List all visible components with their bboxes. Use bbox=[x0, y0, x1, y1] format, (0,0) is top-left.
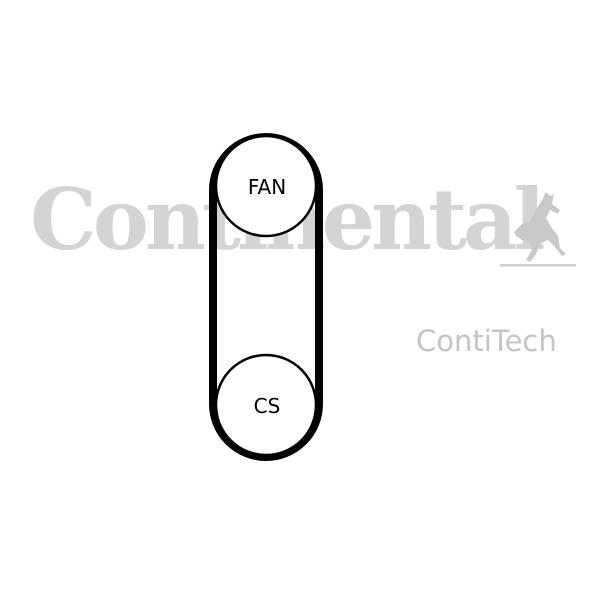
cs-pulley bbox=[214, 353, 318, 457]
contitech-label: ContiTech bbox=[416, 324, 557, 358]
cs-pulley-label: CS bbox=[254, 394, 281, 418]
fan-pulley bbox=[214, 134, 318, 238]
rearing-horse-icon bbox=[500, 192, 576, 267]
fan-pulley-label: FAN bbox=[248, 175, 286, 199]
